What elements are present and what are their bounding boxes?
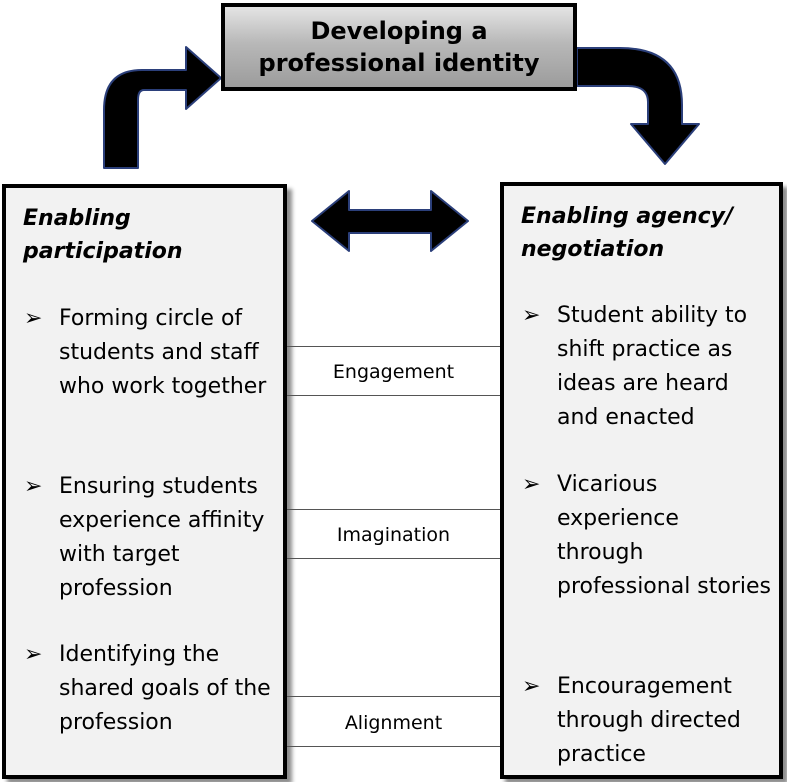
left-bullet-1-text: Forming circle of students and staff who…: [59, 306, 267, 399]
engagement-line-top: [287, 346, 500, 347]
arrow-bullet-icon: ➢: [522, 674, 541, 699]
right-bullet-2-text: Vicarious experience through professiona…: [557, 472, 771, 599]
title-box: Developing a professional identity: [221, 3, 577, 91]
right-panel: Enabling agency/ negotiation ➢ Student a…: [500, 182, 783, 779]
arrow-bullet-icon: ➢: [24, 474, 43, 499]
arrow-bullet-icon: ➢: [24, 642, 43, 667]
left-panel: Enabling participation ➢ Forming circle …: [2, 184, 287, 779]
arrow-bullet-icon: ➢: [24, 306, 43, 331]
engagement-label: Engagement: [332, 361, 455, 383]
engagement-line-bottom: [287, 395, 500, 396]
alignment-line-bottom: [287, 746, 500, 747]
alignment-label: Alignment: [344, 712, 443, 734]
curved-arrow-left-icon: [103, 46, 222, 169]
right-bullet-1-text: Student ability to shift practice as ide…: [557, 303, 748, 430]
left-bullet-2-text: Ensuring students experience affinity wi…: [59, 474, 265, 601]
title-text: Developing a professional identity: [258, 17, 540, 77]
alignment-line-top: [287, 696, 500, 697]
arrow-bullet-icon: ➢: [522, 303, 541, 328]
left-bullet-3-text: Identifying the shared goals of the prof…: [59, 642, 271, 735]
double-arrow-icon: [311, 190, 469, 252]
imagination-label: Imagination: [336, 524, 451, 546]
arrow-bullet-icon: ➢: [522, 472, 541, 497]
imagination-line-top: [287, 509, 500, 510]
left-panel-heading: Enabling participation: [23, 206, 183, 264]
right-panel-heading: Enabling agency/ negotiation: [521, 204, 734, 262]
imagination-line-bottom: [287, 558, 500, 559]
right-bullet-3-text: Encouragement through directed practice: [557, 674, 741, 767]
curved-arrow-right-icon: [576, 47, 700, 165]
